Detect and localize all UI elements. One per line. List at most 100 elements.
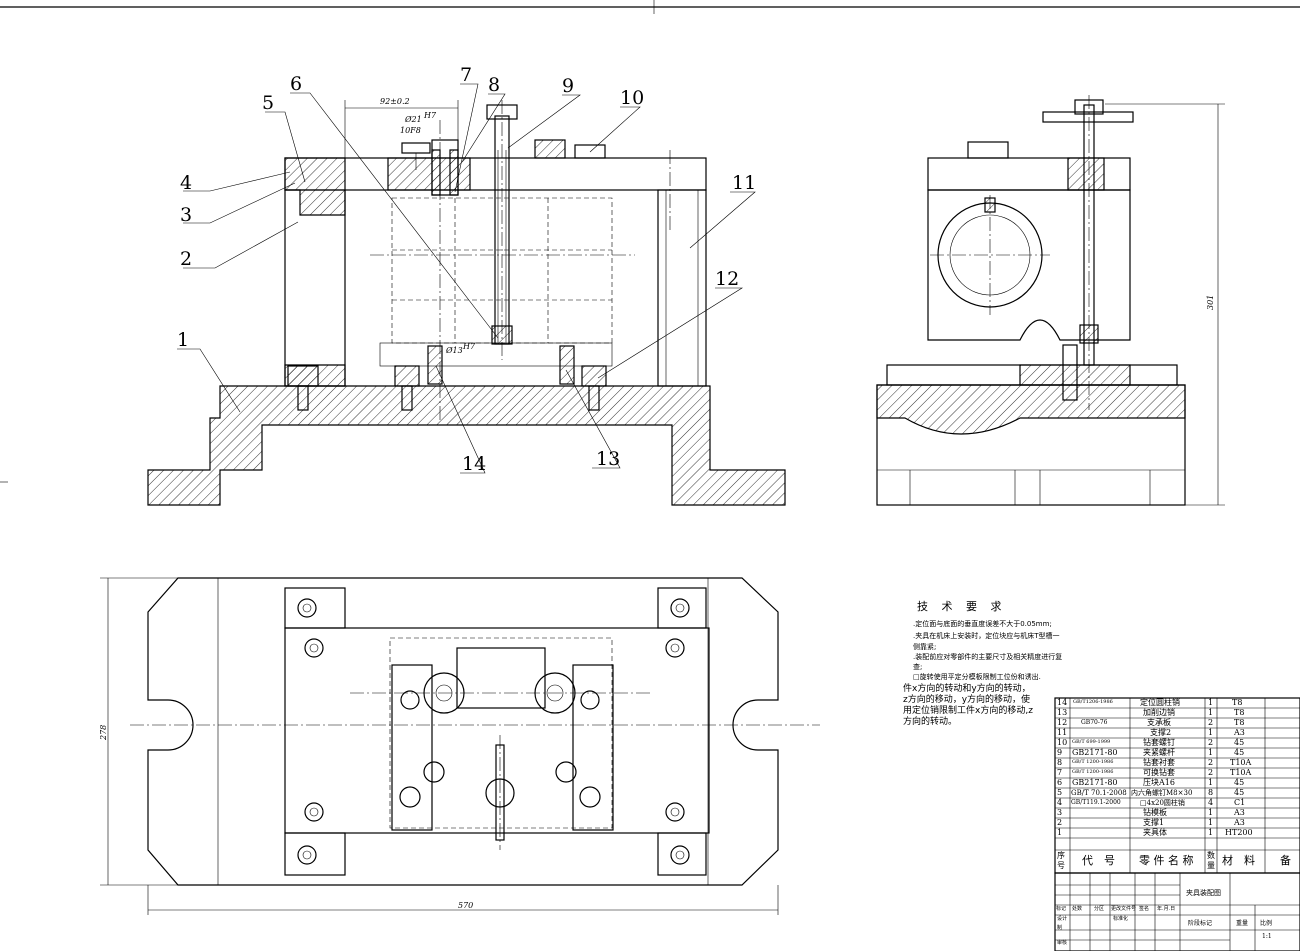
bom-qty: 8 (1208, 788, 1214, 797)
tech-line-5: 查; (913, 663, 923, 671)
title-scale: 比例 (1260, 920, 1273, 927)
tech-requirements-title: 技 术 要 求 (917, 600, 1007, 613)
title-check: 审核 (1057, 940, 1068, 946)
bom-qty: 1 (1208, 808, 1214, 817)
tech-note: 件x方向的转动和y方向的转动，z方向的移动，y方向的移动，使用定位销限制工件x方… (903, 684, 1033, 727)
bom-material: C1 (1234, 798, 1246, 807)
leader-lines (177, 83, 756, 474)
front-view: 92±0.2 Ø21 H7 10F8 Ø13 H7 1 2 3 4 5 6 (147, 64, 786, 506)
bom-code: GB70-76 (1081, 719, 1108, 726)
bom-qty: 2 (1208, 738, 1214, 747)
bom-name: 支撑1 (1143, 818, 1165, 827)
label-7: 7 (460, 64, 472, 86)
bom-no: 12 (1057, 718, 1068, 727)
dim-301: 301 (1206, 295, 1215, 310)
bom-qty: 1 (1208, 748, 1214, 757)
dim-92: 92±0.2 (380, 97, 410, 106)
bom-name: 夹紧螺杆 (1143, 748, 1175, 757)
bom-no: 13 (1057, 708, 1068, 717)
bom-qty: 1 (1208, 728, 1214, 737)
label-5: 5 (262, 92, 274, 114)
bom-name: 加削边销 (1143, 708, 1175, 717)
bom-name: 夹具体 (1143, 828, 1167, 837)
bom-no: 4 (1057, 798, 1063, 807)
bom-no: 6 (1057, 778, 1063, 787)
bom-qty: 2 (1208, 758, 1214, 767)
bom-qty: 2 (1208, 768, 1214, 777)
bom-code: GB2171-80 (1072, 748, 1118, 757)
bom-material: A3 (1234, 808, 1245, 817)
bom-qty: 1 (1208, 698, 1214, 707)
bom-material: T10A (1230, 768, 1252, 777)
label-10: 10 (620, 87, 644, 109)
title-stage-mark: 阶段标记 (1188, 920, 1213, 927)
label-8: 8 (488, 74, 500, 96)
bom-no: 7 (1057, 768, 1063, 777)
bom-material: 45 (1234, 778, 1245, 787)
title-count: 处数 (1072, 906, 1083, 912)
plan-base-outline (147, 577, 779, 886)
bom-name: 定位圆柱销 (1140, 698, 1180, 707)
dim-pin-dia: Ø13 (445, 346, 463, 355)
title-change-doc: 更改文件号 (1111, 906, 1137, 912)
bom-qty: 1 (1208, 818, 1214, 827)
bom-name: 内六角螺钉M8×30 (1131, 789, 1193, 797)
title-draw: 制 (1057, 925, 1063, 931)
title-design: 设计 (1057, 916, 1068, 922)
bom-no: 2 (1057, 818, 1063, 827)
bom-name: 压块A16 (1143, 778, 1175, 787)
title-mark: 标记 (1056, 906, 1067, 912)
bom-name: 支承板 (1147, 718, 1171, 727)
plan-holes (297, 598, 690, 865)
label-13: 13 (596, 448, 620, 470)
bom-header-qty: 数 (1207, 851, 1215, 860)
bom-material: A3 (1234, 818, 1245, 827)
tech-line-2: .夹具在机床上安装时，定位块应与机床T型槽一 (913, 632, 1060, 640)
bom-header-seq: 序 (1057, 851, 1065, 860)
label-14: 14 (462, 453, 486, 475)
bom-qty: 2 (1208, 718, 1214, 727)
bom-header-remark: 备 (1280, 854, 1291, 867)
bom-header-name: 零 件 名 称 (1139, 854, 1194, 867)
bom-no: 8 (1057, 758, 1063, 767)
title-sign: 签名 (1139, 906, 1150, 912)
dim-570: 570 (458, 901, 473, 910)
right-support (657, 189, 707, 387)
tech-line-6: □旋转使用平定分模板限制工位份和诱出. (913, 673, 1041, 681)
bom-name: 钻模板 (1143, 808, 1167, 817)
label-3: 3 (180, 204, 192, 226)
left-support (284, 189, 346, 387)
bom-name: 钻套螺钉 (1143, 738, 1175, 747)
bom-material: HT200 (1225, 828, 1253, 837)
label-11: 11 (732, 172, 756, 194)
side-view: 301 (876, 95, 1225, 506)
fixture-body-section (147, 385, 786, 506)
bom-name: 支撑2 (1150, 728, 1172, 737)
bom-qty: 4 (1208, 798, 1214, 807)
bom-name: 钻套衬套 (1143, 758, 1175, 767)
title-weight: 重量 (1236, 920, 1249, 927)
bom-no: 1 (1057, 828, 1063, 837)
bom-material: 45 (1234, 788, 1245, 797)
sheet-frame (0, 0, 1300, 483)
bom-no: 10 (1057, 738, 1068, 747)
bom-header-code: 代 号 (1082, 854, 1115, 867)
bom-code: GB/T 70.1-2008 (1071, 789, 1127, 797)
bom-name: □4x20圆柱销 (1140, 799, 1185, 807)
bushing-screw (534, 139, 566, 159)
bom-name: 可换钻套 (1143, 768, 1175, 777)
bom-qty: 1 (1208, 708, 1214, 717)
bom-code: GB2171-80 (1072, 778, 1118, 787)
tech-line-3: 侧靠紧; (913, 643, 937, 651)
bom-no: 3 (1057, 808, 1063, 817)
plan-view: 570 278 (99, 577, 820, 915)
bom-no: 5 (1057, 788, 1063, 797)
dim-bore-dia: Ø21 (404, 115, 422, 124)
label-12: 12 (715, 268, 739, 290)
bom-no: 11 (1057, 728, 1068, 737)
dim-278: 278 (99, 725, 108, 741)
dim-bore-fit: H7 (423, 111, 437, 120)
bom-code: GB/T 1200-1986 (1072, 769, 1114, 775)
label-9: 9 (562, 75, 574, 97)
bom-material: T8 (1234, 708, 1245, 717)
